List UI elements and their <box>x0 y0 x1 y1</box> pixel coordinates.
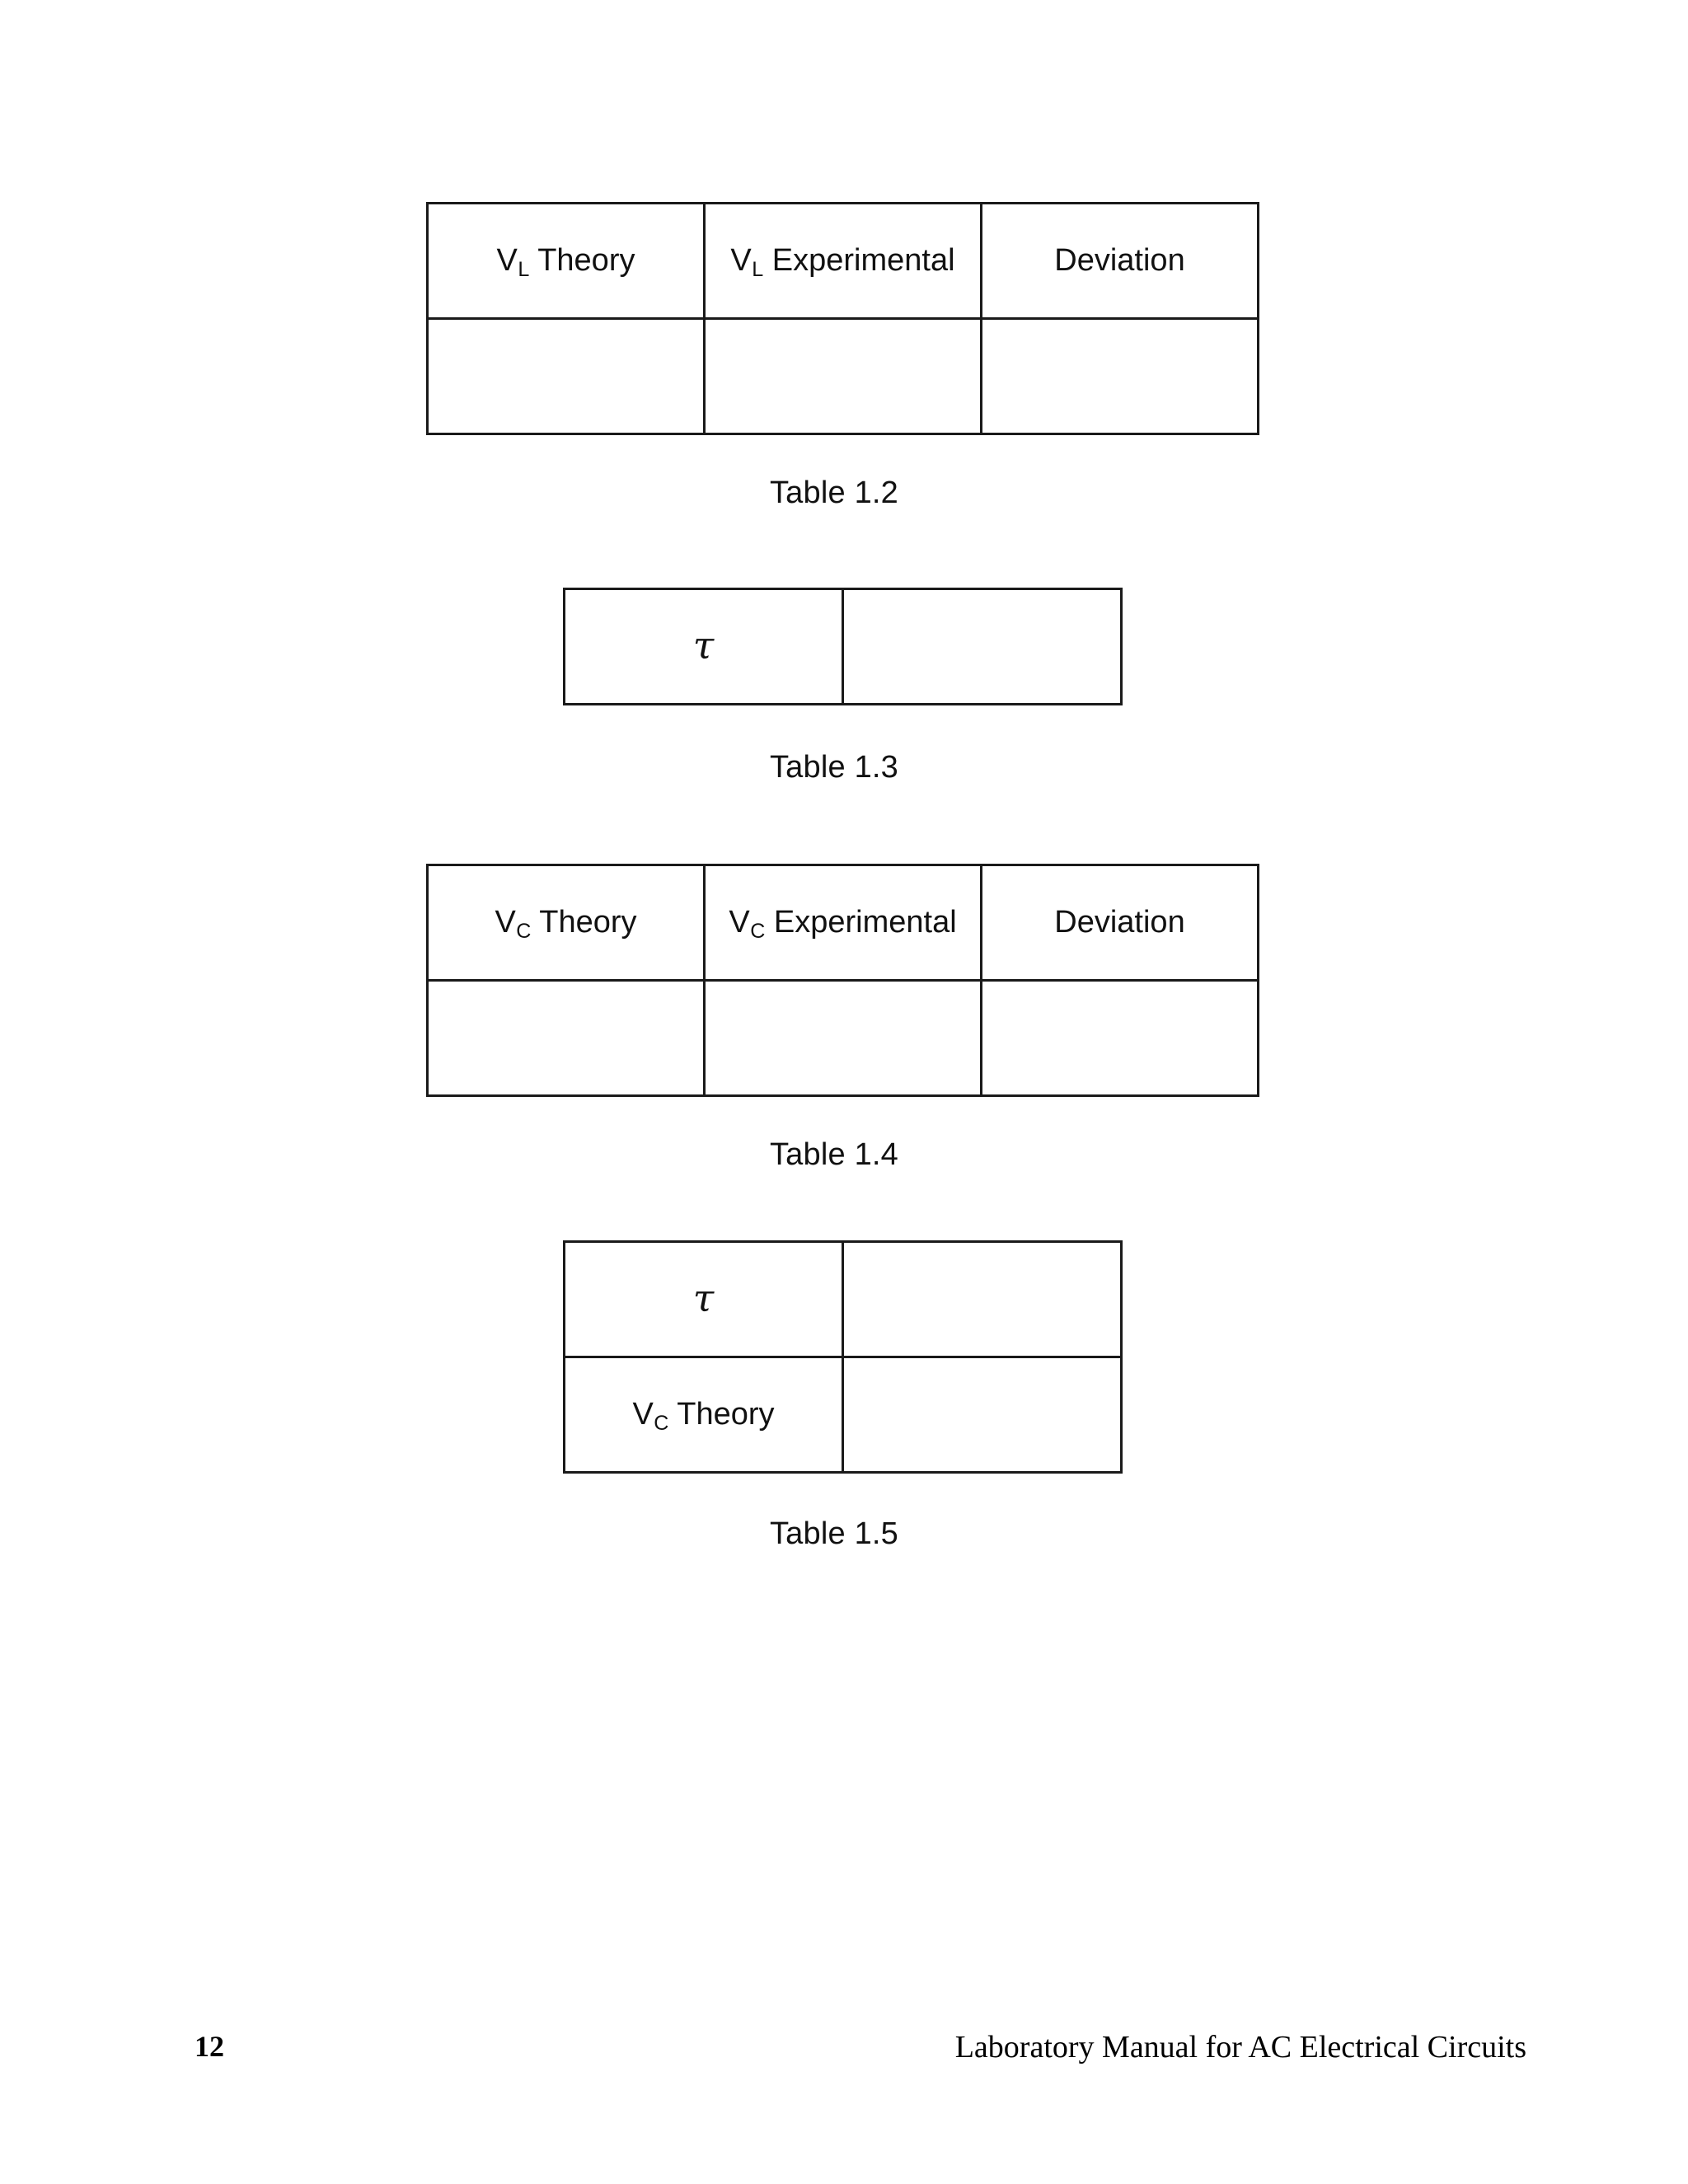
tau-symbol: τ <box>692 623 715 668</box>
input-cell-vl-theory[interactable] <box>426 317 706 435</box>
subscript-c: C <box>516 919 532 943</box>
text-experimental: Experimental <box>765 905 957 940</box>
symbol-v: V <box>632 1397 654 1432</box>
header-cell-vl-experimental: VL Experimental <box>703 202 982 320</box>
input-cell-tau-value[interactable] <box>842 588 1123 705</box>
table-row-header: VL Theory VL Experimental Deviation <box>426 202 1259 320</box>
page-number: 12 <box>195 2030 224 2063</box>
input-cell-tau-value[interactable] <box>842 1240 1123 1358</box>
caption-text: Table 1.4 <box>769 1137 899 1172</box>
label-cell-vc-theory: VC Theory <box>563 1356 844 1474</box>
table-row: VC Theory <box>563 1356 1123 1474</box>
table-vc-theory-experimental-deviation: VC Theory VC Experimental Deviation <box>426 864 1259 1097</box>
caption-table-1-2: Table 1.2 <box>0 476 1688 511</box>
symbol-v: V <box>730 243 753 278</box>
footer-title: Laboratory Manual for AC Electrical Circ… <box>954 2030 1526 2064</box>
caption-table-1-5: Table 1.5 <box>0 1516 1688 1552</box>
input-cell-deviation[interactable] <box>980 979 1259 1097</box>
caption-text: Table 1.2 <box>769 476 899 510</box>
page-footer: 12 Laboratory Manual for AC Electrical C… <box>0 2029 1688 2079</box>
subscript-c: C <box>654 1411 669 1435</box>
symbol-v: V <box>496 243 518 278</box>
tau-symbol: τ <box>692 1276 715 1320</box>
subscript-c: C <box>750 919 766 943</box>
label-vc-experimental: VC Experimental <box>729 905 957 943</box>
caption-table-1-4: Table 1.4 <box>0 1137 1688 1173</box>
table-row: τ <box>563 1240 1123 1358</box>
table-row-header: VC Theory VC Experimental Deviation <box>426 864 1259 982</box>
header-cell-vc-experimental: VC Experimental <box>703 864 982 982</box>
subscript-l: L <box>518 257 530 281</box>
input-cell-vl-experimental[interactable] <box>703 317 982 435</box>
input-cell-vc-theory[interactable] <box>426 979 706 1097</box>
caption-text: Table 1.5 <box>769 1516 899 1551</box>
table-row <box>426 317 1259 435</box>
table-tau-and-vc-theory: τ VC Theory <box>563 1240 1123 1474</box>
header-cell-deviation: Deviation <box>980 202 1259 320</box>
text-theory: Theory <box>529 243 635 278</box>
input-cell-vc-theory-value[interactable] <box>842 1356 1123 1474</box>
label-vl-experimental: VL Experimental <box>730 243 955 281</box>
table-row: τ <box>563 588 1123 705</box>
header-cell-vc-theory: VC Theory <box>426 864 706 982</box>
label-vc-theory: VC Theory <box>632 1397 775 1435</box>
input-cell-vc-experimental[interactable] <box>703 979 982 1097</box>
input-cell-deviation[interactable] <box>980 317 1259 435</box>
table-row <box>426 979 1259 1097</box>
header-cell-deviation: Deviation <box>980 864 1259 982</box>
text-experimental: Experimental <box>763 243 955 278</box>
symbol-v: V <box>495 905 517 940</box>
label-cell-tau: τ <box>563 1240 844 1358</box>
label-vc-theory: VC Theory <box>495 905 637 943</box>
table-vl-theory-experimental-deviation: VL Theory VL Experimental Deviation <box>426 202 1259 435</box>
caption-text: Table 1.3 <box>769 750 899 785</box>
text-theory: Theory <box>531 905 637 940</box>
caption-table-1-3: Table 1.3 <box>0 750 1688 785</box>
text-theory: Theory <box>668 1397 775 1432</box>
table-tau-inductor: τ <box>563 588 1123 705</box>
symbol-v: V <box>729 905 751 940</box>
label-vl-theory: VL Theory <box>496 243 635 281</box>
header-cell-vl-theory: VL Theory <box>426 202 706 320</box>
label-cell-tau: τ <box>563 588 844 705</box>
subscript-l: L <box>752 257 764 281</box>
